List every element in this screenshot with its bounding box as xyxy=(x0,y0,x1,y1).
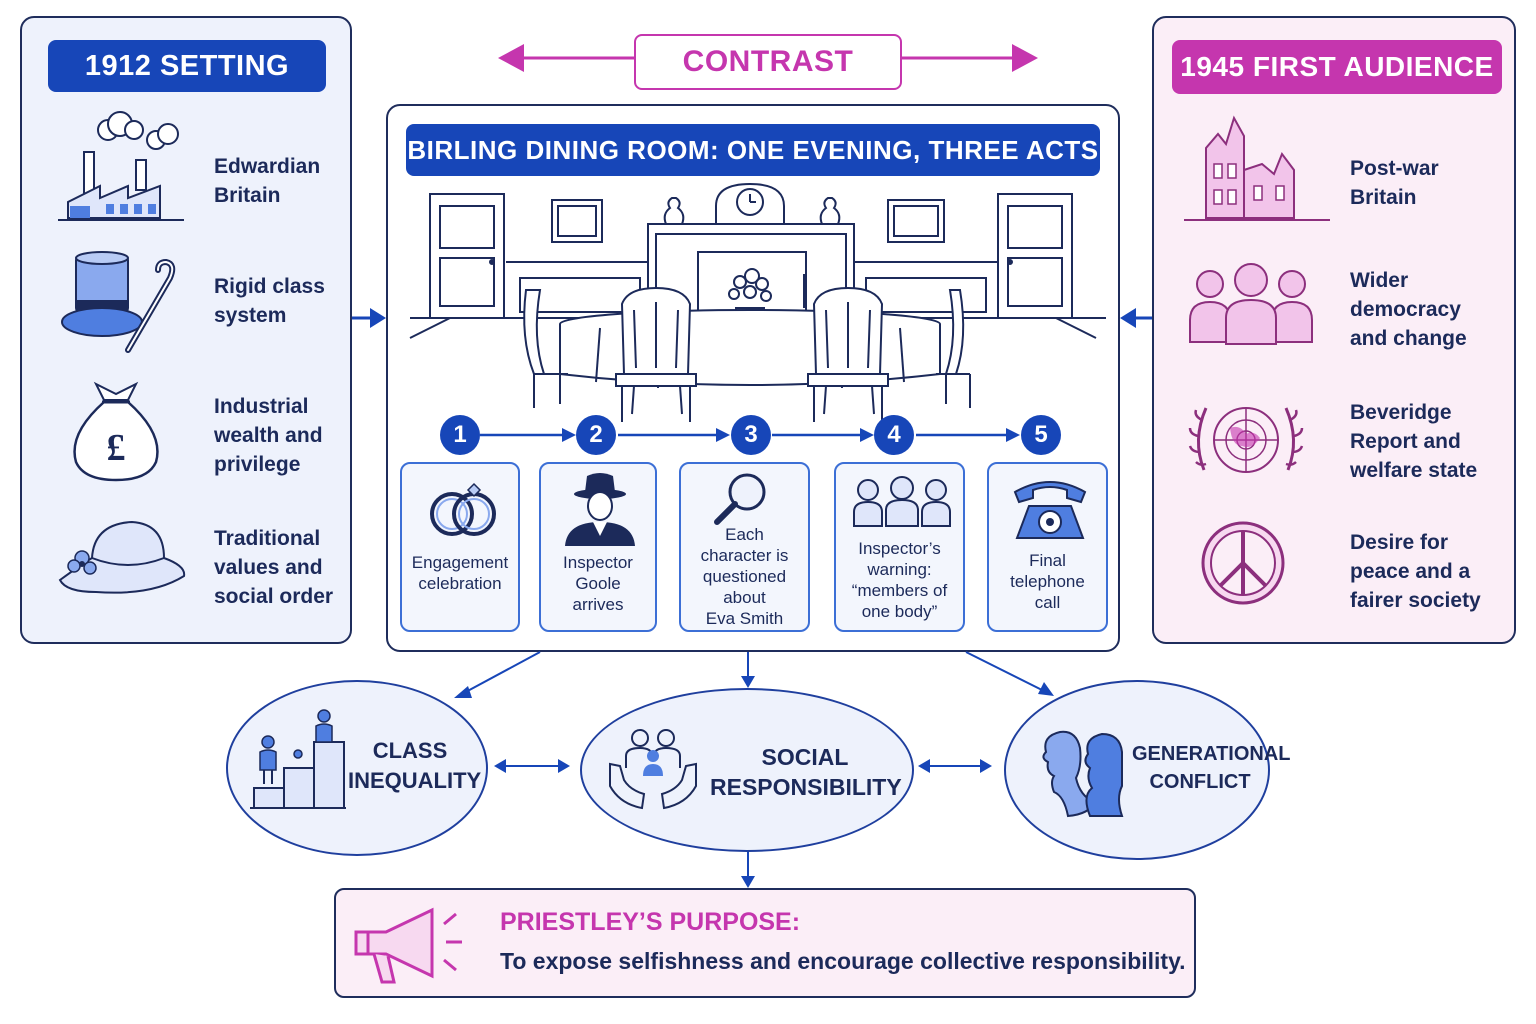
megaphone-icon xyxy=(354,907,462,984)
priestley-purpose-box: PRIESTLEY’S PURPOSE: To expose selfishne… xyxy=(334,888,1196,998)
step-2-line-3: arrives xyxy=(572,595,624,614)
step-3-line-1: Each xyxy=(725,525,764,544)
generational-conflict-line-2: CONFLICT xyxy=(1149,771,1251,793)
left-item-3-line-3: privilege xyxy=(214,453,301,476)
step-3-number: 3 xyxy=(731,415,771,455)
left-item-2-line-2: system xyxy=(214,304,287,327)
step-4-line-2: warning: xyxy=(867,560,932,579)
class-inequality-line-1: CLASS xyxy=(372,738,448,763)
step-1-line-1: Engagement xyxy=(411,553,509,572)
step-2-line-2: Goole xyxy=(575,574,621,593)
purpose-text: To expose selfishness and encourage coll… xyxy=(500,948,1186,974)
people-group-icon xyxy=(1189,263,1313,345)
left-item-1-line-2: Britain xyxy=(214,184,281,207)
right-item-3-line-2: Report and xyxy=(1350,430,1461,453)
left-item-4-line-1: Traditional xyxy=(214,527,321,550)
right-item-1-line-2: Britain xyxy=(1350,186,1417,209)
right-item-4-line-3: fairer society xyxy=(1350,589,1481,612)
purpose-title: PRIESTLEY’S PURPOSE: xyxy=(500,908,801,936)
class-ladder-icon xyxy=(250,709,346,809)
right-item-4-line-1: Desire for xyxy=(1350,531,1449,554)
theme-class-inequality: CLASS INEQUALITY xyxy=(226,680,488,856)
right-item-2-line-2: democracy xyxy=(1350,298,1461,321)
peace-symbol-icon xyxy=(1201,521,1285,605)
left-item-4-line-2: values and xyxy=(214,556,323,579)
step-4-card: Inspector’s warning: “members of one bod… xyxy=(834,462,965,632)
step-4-line-1: Inspector’s xyxy=(858,539,941,558)
step-2-card: Inspector Goole arrives xyxy=(539,462,657,632)
caring-hands-icon xyxy=(609,729,697,810)
left-item-3-line-1: Industrial xyxy=(214,395,309,418)
social-responsibility-line-1: SOCIAL xyxy=(761,744,849,770)
dining-room-title: BIRLING DINING ROOM: ONE EVENING, THREE … xyxy=(406,124,1100,176)
step-3-line-5: Eva Smith xyxy=(705,609,784,628)
factory-icon xyxy=(58,111,184,221)
step-5-line-1: Final xyxy=(1029,551,1066,570)
step-2-number: 2 xyxy=(576,415,616,455)
step-4-number: 4 xyxy=(874,415,914,455)
class-inequality-line-2: INEQUALITY xyxy=(348,768,482,793)
right-item-3-line-1: Beveridge xyxy=(1350,401,1452,424)
social-responsibility-line-2: RESPONSIBILITY xyxy=(710,774,902,800)
right-item-3-line-3: welfare state xyxy=(1350,459,1478,482)
contrast-label: CONTRAST xyxy=(634,34,902,90)
contrast-text: CONTRAST xyxy=(682,45,854,78)
money-bag-icon: £ xyxy=(73,381,159,482)
step-1-card: Engagement celebration xyxy=(400,462,520,632)
setting-1912-title: 1912 SETTING xyxy=(48,40,326,92)
step-5-number: 5 xyxy=(1021,415,1061,455)
setting-1912-panel: 1912 SETTING Edwardian Britain Rigid cla… xyxy=(20,16,352,644)
left-item-2-line-1: Rigid class xyxy=(214,275,325,298)
step-5-line-2: telephone xyxy=(1010,572,1085,591)
inspector-icon xyxy=(565,473,635,546)
step-1-number: 1 xyxy=(440,415,480,455)
step-3-card: Each character is questioned about Eva S… xyxy=(679,462,810,632)
ruined-building-icon xyxy=(1184,115,1330,221)
step-4-line-3: “members of xyxy=(851,581,948,600)
dining-room-illustration xyxy=(409,182,1106,422)
theme-generational-conflict: GENERATIONAL CONFLICT xyxy=(1004,680,1291,860)
rings-icon xyxy=(430,482,496,536)
right-item-2-line-1: Wider xyxy=(1350,269,1409,292)
step-1-line-2: celebration xyxy=(418,574,502,593)
audience-1945-title: 1945 FIRST AUDIENCE xyxy=(1172,40,1502,94)
theme-social-responsibility: SOCIAL RESPONSIBILITY xyxy=(580,688,914,852)
left-item-4-line-3: social order xyxy=(214,585,334,608)
telephone-icon xyxy=(1013,481,1087,539)
step-3-line-2: character is xyxy=(700,546,789,565)
step-5-card: Final telephone call xyxy=(987,462,1108,632)
left-item-3-line-2: wealth and xyxy=(214,424,323,447)
step-3-line-3: questioned xyxy=(702,567,787,586)
top-hat-cane-icon xyxy=(61,251,176,353)
audience-1945-panel: 1945 FIRST AUDIENCE Post-war Britain Wid… xyxy=(1152,16,1516,644)
ladies-hat-icon xyxy=(58,520,186,594)
right-item-2-line-3: and change xyxy=(1350,327,1467,350)
left-item-1-line-1: Edwardian xyxy=(214,155,321,178)
step-4-line-4: one body” xyxy=(861,602,938,621)
step-3-line-4: about xyxy=(723,588,766,607)
two-faces-icon xyxy=(1042,730,1124,818)
step-5-line-3: call xyxy=(1034,593,1061,612)
step-2-line-1: Inspector xyxy=(563,553,633,572)
generational-conflict-line-1: GENERATIONAL xyxy=(1132,743,1291,765)
un-emblem-icon xyxy=(1188,407,1304,473)
right-item-4-line-2: peace and a xyxy=(1350,560,1471,583)
magnifier-icon xyxy=(714,473,766,525)
svg-text:£: £ xyxy=(107,427,126,469)
group-icon xyxy=(853,476,951,527)
right-item-1-line-1: Post-war xyxy=(1350,157,1439,180)
